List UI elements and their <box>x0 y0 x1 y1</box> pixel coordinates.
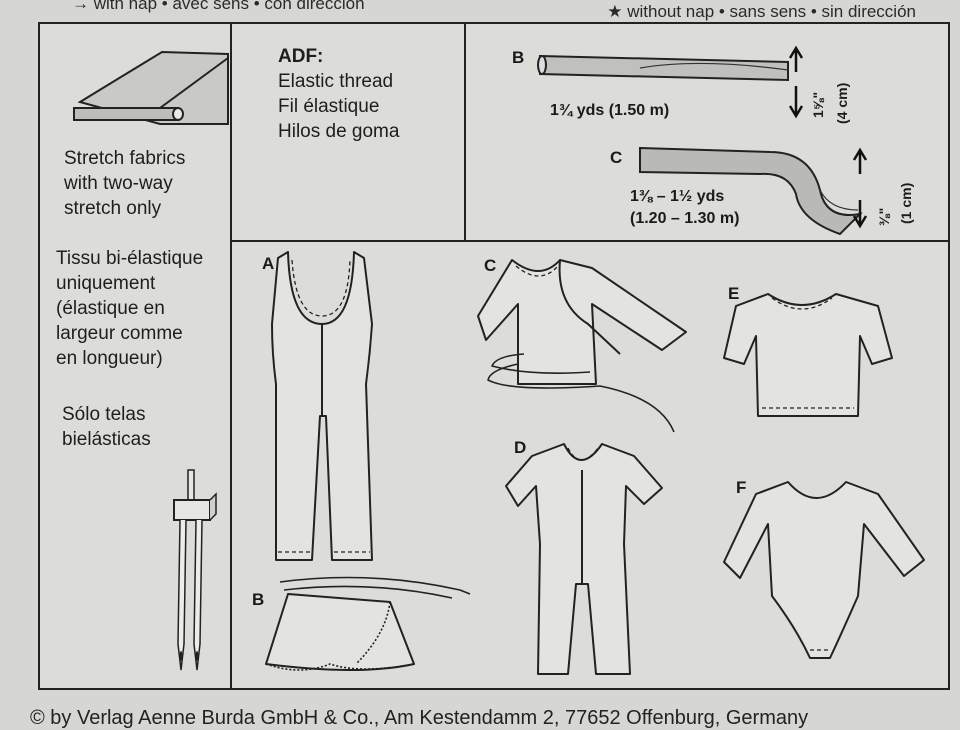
garment-views-illustration <box>265 251 925 675</box>
view-d-unitard <box>505 443 663 675</box>
divider-left <box>230 24 232 688</box>
adf-notions: ADF: Elastic thread Fil élastique Hilos … <box>278 46 400 142</box>
trim-b-length: 1¾ yds (1.50 m) <box>550 102 670 119</box>
view-e-tee <box>723 293 893 417</box>
trim-b-letter: B <box>512 48 525 67</box>
without-nap-legend: ★ without nap • sans sens • sin direcció… <box>607 2 916 21</box>
view-f-leotard <box>723 481 925 659</box>
publisher-footer: © by Verlag Aenne Burda GmbH & Co., Am K… <box>30 707 809 729</box>
fabric-bolt-illustration <box>73 50 229 125</box>
divider-mid <box>464 24 466 242</box>
with-nap-legend: → with nap • avec sens • con dirección <box>72 0 365 13</box>
divider-horizontal <box>230 240 948 242</box>
view-d-letter: D <box>514 438 527 457</box>
pattern-envelope-panel: Stretch fabrics with two-way stretch onl… <box>38 22 950 690</box>
trim-c-length: 1⅜ – 1½ yds (1.20 – 1.30 m) <box>630 188 740 227</box>
view-c-wrap-top <box>477 259 687 433</box>
fabric-note-en: Stretch fabrics with two-way stretch onl… <box>64 148 186 219</box>
view-f-letter: F <box>736 478 747 497</box>
twin-needle-illustration <box>173 469 217 671</box>
view-c-letter: C <box>484 256 497 275</box>
view-b-wrap-skirt <box>265 576 471 671</box>
fabric-note-fr: Tissu bi-élastique uniquement (élastique… <box>56 248 204 369</box>
view-b-letter: B <box>252 590 265 609</box>
trim-c-letter: C <box>610 148 623 167</box>
view-a-unitard <box>271 251 373 561</box>
view-e-letter: E <box>728 284 740 303</box>
view-a-letter: A <box>262 254 275 273</box>
trim-b-ribbon <box>537 45 868 236</box>
adf-title: ADF: <box>278 46 324 67</box>
fabric-note-es: Sólo telas bielásticas <box>62 404 151 450</box>
